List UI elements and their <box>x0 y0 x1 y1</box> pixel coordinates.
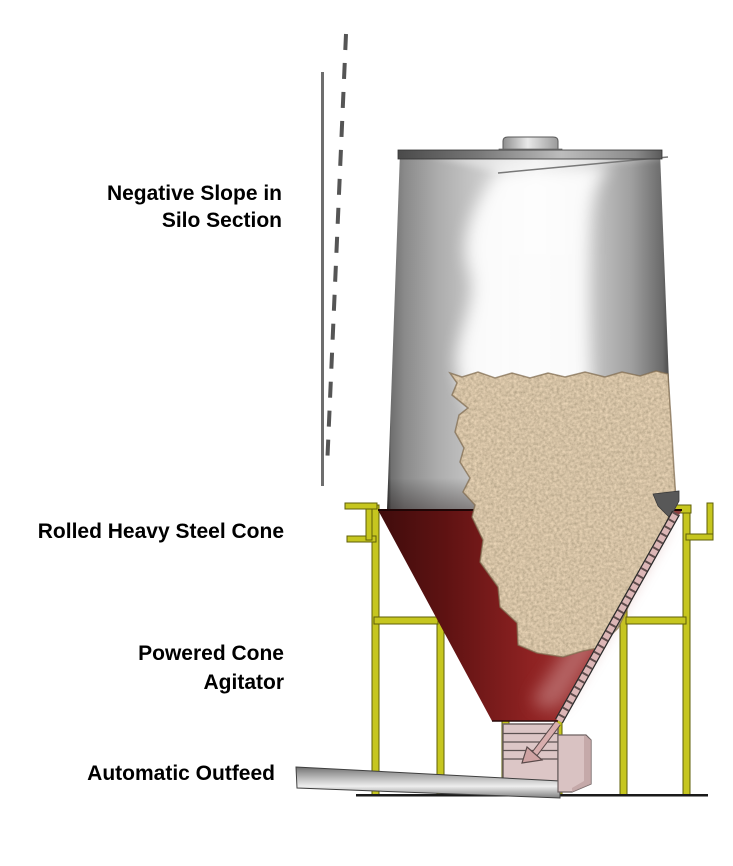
label-cone-agitator-line1: Powered Cone <box>138 642 284 665</box>
silo-top-rim <box>397 149 663 160</box>
agitator-shaft <box>531 721 560 758</box>
label-powered-cone-agitator: Powered Cone Agitator <box>58 639 284 697</box>
negative-slope-dashed-line <box>325 33 348 469</box>
frame-rail <box>373 616 439 625</box>
frame-rail <box>625 616 687 625</box>
cone-agitator-tube <box>555 510 680 724</box>
label-negative-slope-line2: Silo Section <box>161 209 282 232</box>
frame-post <box>682 512 691 797</box>
label-automatic-outfeed: Automatic Outfeed <box>87 762 275 785</box>
frame-bracket <box>685 533 714 541</box>
label-negative-slope: Negative Slope in Silo Section <box>56 180 282 234</box>
outfeed-motor-box <box>557 734 592 793</box>
agitator-paddle <box>521 745 544 764</box>
frame-bracket <box>365 508 373 541</box>
label-rolled-heavy-steel-cone: Rolled Heavy Steel Cone <box>37 520 284 543</box>
frame-post <box>371 504 380 797</box>
frame-bracket <box>344 502 378 510</box>
label-negative-slope-line1: Negative Slope in <box>106 182 282 205</box>
frame-bracket <box>346 535 377 543</box>
outfeed-auger <box>295 766 561 799</box>
label-cone-agitator-line2: Agitator <box>203 671 285 694</box>
